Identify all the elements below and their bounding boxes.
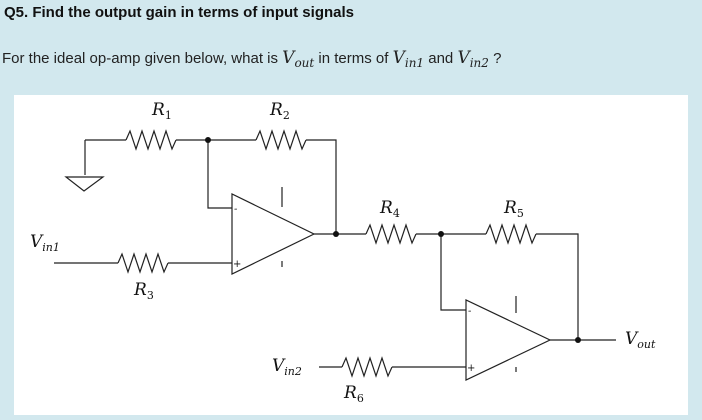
label-r3: R3	[133, 280, 154, 302]
resistor-r1	[125, 129, 177, 151]
resistor-r2	[255, 129, 307, 151]
question-suffix: ?	[488, 50, 502, 67]
question-prefix: For the ideal op-amp given below, what i…	[2, 50, 283, 67]
junction-node1	[205, 137, 211, 143]
wire-node2-minus2	[440, 234, 466, 311]
junction-opamp1-out	[333, 231, 339, 237]
vout-symbol: V	[282, 48, 295, 68]
question-text: For the ideal op-amp given below, what i…	[2, 48, 501, 70]
opamp-2-plus-sign: +	[467, 363, 475, 374]
question-mid1: in terms of	[314, 50, 393, 67]
circuit-svg: - + - + R1 R2 R3 R4 R5 R6 Vin1 Vin2 Vout	[30, 100, 656, 405]
opamp-2	[465, 299, 552, 381]
label-r1: R1	[151, 100, 172, 122]
vin1-symbol: V	[392, 48, 405, 68]
label-r4: R4	[379, 198, 400, 220]
junction-vout	[575, 337, 581, 343]
opamp-2-minus-sign: -	[468, 306, 472, 317]
label-vin2: Vin2	[272, 356, 302, 378]
resistor-r3	[117, 252, 169, 274]
resistor-r6	[341, 356, 393, 378]
label-vin1: Vin1	[30, 232, 60, 254]
label-r5: R5	[503, 198, 524, 220]
label-r2: R2	[269, 100, 290, 122]
vout-subscript: out	[294, 56, 315, 70]
resistor-r4	[365, 223, 417, 245]
label-r6: R6	[343, 383, 364, 405]
opamp-1	[231, 193, 316, 275]
vin2-symbol: V	[457, 48, 470, 68]
wire-r5-feedback	[536, 233, 579, 340]
junction-node2	[438, 231, 444, 237]
ground-icon	[64, 140, 105, 192]
vin2-subscript: in2	[469, 56, 489, 70]
wire-node-minus1	[207, 140, 232, 209]
question-title: Q5. Find the output gain in terms of inp…	[4, 4, 354, 21]
vin1-subscript: in1	[404, 56, 425, 70]
label-vout: Vout	[625, 329, 656, 351]
circuit-diagram: - + - + R1 R2 R3 R4 R5 R6 Vin1 Vin2 Vout	[14, 95, 688, 415]
question-mid2: and	[424, 50, 458, 67]
opamp-1-plus-sign: +	[233, 259, 241, 270]
opamp-1-minus-sign: -	[234, 204, 238, 215]
wire-r2-feedback	[306, 139, 337, 234]
resistor-r5	[485, 223, 537, 245]
